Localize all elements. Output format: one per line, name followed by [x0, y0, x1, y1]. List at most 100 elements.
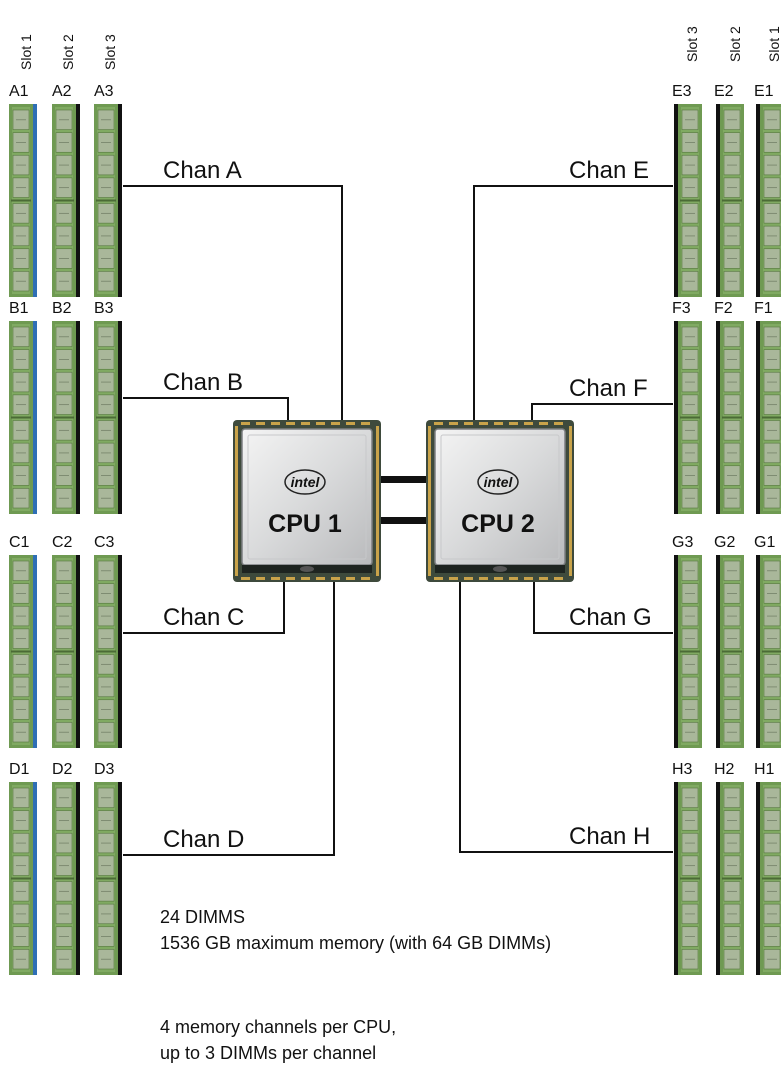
slot-label-g2: G2 — [714, 534, 735, 551]
slot-header-right-2: Slot 2 — [727, 26, 743, 62]
dimm-b3 — [94, 321, 122, 514]
slot-label-g1: G1 — [754, 534, 775, 551]
dimm-d1 — [9, 782, 37, 975]
dimm-f1 — [756, 321, 781, 514]
slot-label-e1: E1 — [754, 83, 774, 100]
channel-label-h: Chan H — [569, 823, 650, 850]
cpu-brand-text: intel — [291, 474, 321, 490]
cpu-interconnect — [372, 476, 438, 524]
slot-label-c2: C2 — [52, 534, 73, 551]
slot-label-h2: H2 — [714, 761, 735, 778]
channels-per-cpu-text: 4 memory channels per CPU, — [160, 1017, 397, 1037]
channel-label-f: Chan F — [569, 375, 648, 402]
cpu-2-label: CPU 2 — [461, 510, 535, 538]
slot-label-h3: H3 — [672, 761, 693, 778]
channel-label-d: Chan D — [163, 826, 244, 853]
intel-logo-icon — [477, 469, 519, 495]
slot-label-f2: F2 — [714, 300, 733, 317]
slot-header-right-1: Slot 3 — [684, 26, 700, 62]
slot-label-h1: H1 — [754, 761, 775, 778]
dimm-e3 — [674, 104, 702, 297]
channel-wire-c — [123, 582, 285, 634]
channel-wire-a — [123, 185, 343, 420]
channel-wire-b — [123, 397, 289, 420]
channel-wire-d — [123, 582, 335, 856]
cpu-1-label: CPU 1 — [268, 510, 342, 538]
slot-label-f3: F3 — [672, 300, 691, 317]
cpu-brand-text: intel — [484, 474, 514, 490]
channel-wires — [123, 185, 673, 856]
channel-label-a: Chan A — [163, 157, 242, 184]
dimm-c1 — [9, 555, 37, 748]
slot-label-d1: D1 — [9, 761, 30, 778]
dimm-b1 — [9, 321, 37, 514]
memory-summary: 24 DIMMS 1536 GB maximum memory (with 64… — [160, 904, 551, 956]
channel-wire-h — [459, 582, 673, 853]
slot-label-f1: F1 — [754, 300, 773, 317]
dimm-h3 — [674, 782, 702, 975]
dimm-d2 — [52, 782, 80, 975]
dimm-f2 — [716, 321, 744, 514]
slot-label-b1: B1 — [9, 300, 29, 317]
slot-label-a2: A2 — [52, 83, 72, 100]
slot-label-e3: E3 — [672, 83, 692, 100]
dimm-g1 — [756, 555, 781, 748]
slot-label-b2: B2 — [52, 300, 72, 317]
channel-wire-e — [473, 185, 673, 420]
slot-headers: Slot 1 Slot 2 Slot 3 Slot 3 Slot 2 Slot 1 — [18, 26, 781, 70]
dimm-a3 — [94, 104, 122, 297]
slot-header-left-2: Slot 2 — [60, 34, 76, 70]
slot-label-e2: E2 — [714, 83, 734, 100]
max-memory-text: 1536 GB maximum memory (with 64 GB DIMMs… — [160, 933, 552, 953]
channel-wire-f — [531, 403, 673, 420]
slot-label-d3: D3 — [94, 761, 115, 778]
slot-label-b3: B3 — [94, 300, 114, 317]
slot-header-left-1: Slot 1 — [18, 34, 34, 70]
dimm-a1 — [9, 104, 37, 297]
qpi-link-upper — [372, 476, 438, 483]
channel-label-e: Chan E — [569, 157, 649, 184]
channel-label-c: Chan C — [163, 604, 244, 631]
slot-label-a1: A1 — [9, 83, 29, 100]
channel-label-b: Chan B — [163, 369, 243, 396]
channel-wire-g — [533, 582, 673, 634]
dimm-h1 — [756, 782, 781, 975]
dimm-e1 — [756, 104, 781, 297]
channel-summary: 4 memory channels per CPU, up to 3 DIMMs… — [160, 1014, 396, 1066]
slot-header-left-3: Slot 3 — [102, 34, 118, 70]
slot-label-d2: D2 — [52, 761, 73, 778]
dimm-c3 — [94, 555, 122, 748]
dimm-count-text: 24 DIMMS — [160, 907, 246, 927]
slot-label-c3: C3 — [94, 534, 115, 551]
intel-logo-icon — [284, 469, 326, 495]
dimm-b2 — [52, 321, 80, 514]
slot-label-g3: G3 — [672, 534, 693, 551]
dimm-g2 — [716, 555, 744, 748]
channel-label-g: Chan G — [569, 604, 652, 631]
dimm-h2 — [716, 782, 744, 975]
qpi-link-lower — [372, 517, 438, 524]
slot-header-right-3: Slot 1 — [766, 26, 781, 62]
dimm-f3 — [674, 321, 702, 514]
dimm-e2 — [716, 104, 744, 297]
slot-label-c1: C1 — [9, 534, 30, 551]
dimms-per-channel-text: up to 3 DIMMs per channel — [160, 1043, 377, 1063]
dimm-c2 — [52, 555, 80, 748]
slot-label-a3: A3 — [94, 83, 114, 100]
dimm-a2 — [52, 104, 80, 297]
dimm-g3 — [674, 555, 702, 748]
dimm-d3 — [94, 782, 122, 975]
